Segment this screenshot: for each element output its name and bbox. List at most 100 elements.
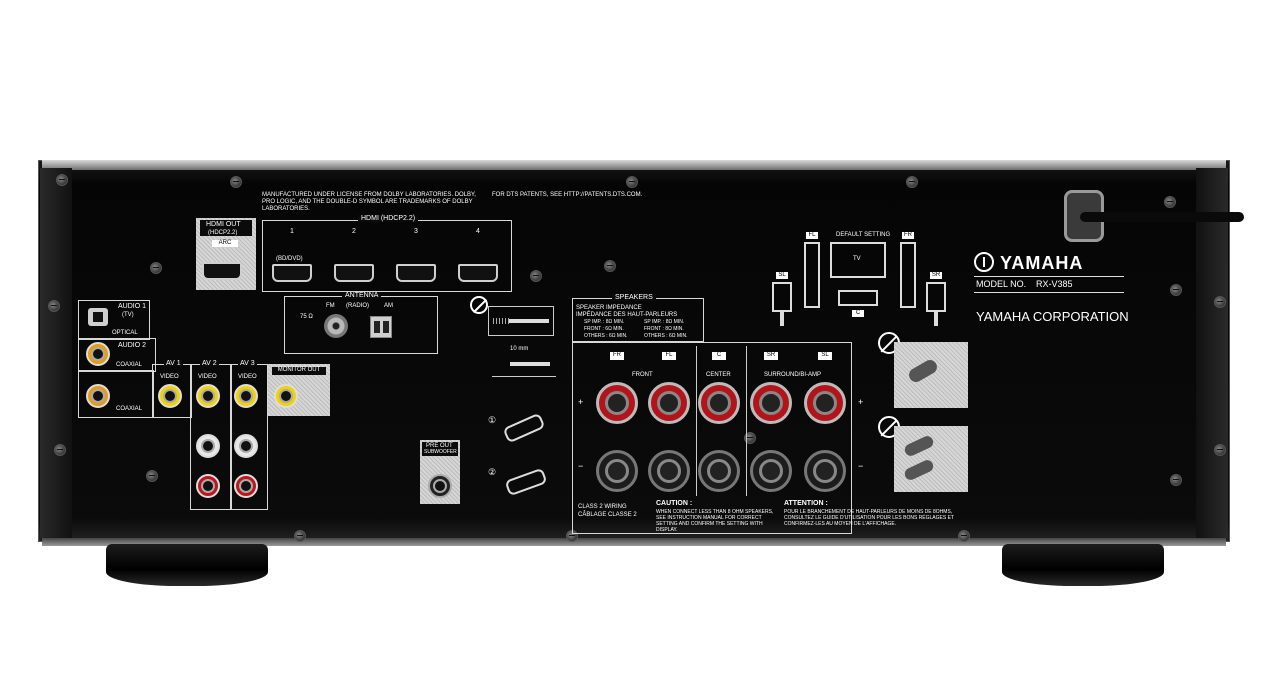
center-speaker-icon [838,290,878,306]
av2-audio-left-jack[interactable] [196,434,220,458]
model-underline [974,276,1124,277]
dolby-notice: MANUFACTURED UNDER LICENSE FROM DOLBY LA… [262,192,476,212]
plus-left: + [578,397,584,407]
brand-name: YAMAHA [1000,253,1084,273]
sr-plus-terminal[interactable] [750,382,792,424]
av3-audio-left-jack[interactable] [234,434,258,458]
channel-fl-label: FL [662,352,676,360]
audio1-label: AUDIO 1 [118,303,147,310]
coaxial-input-jack-2[interactable] [86,384,110,408]
class2-wiring-fr: CÂBLAGE CLASSE 2 [578,512,637,518]
attention-text: POUR LE BRANCHEMENT DE HAUT-PARLEURS DE … [784,509,954,527]
preout-sub: SUBWOOFER [424,449,457,455]
antenna-am-label: AM [384,303,393,309]
audio2-group [78,338,156,372]
coaxial-label-2: COAXIAL [116,406,143,412]
screw-icon [1214,296,1226,308]
av3-audio-right-jack[interactable] [234,474,258,498]
step1-marker: ① [488,415,497,425]
screw-icon [48,300,60,312]
front-label: FRONT [632,372,653,378]
audio1-sub: (TV) [122,312,134,318]
av2-video-jack[interactable] [196,384,220,408]
av2-label: AV 2 [200,360,219,367]
sl-minus-terminal[interactable] [804,450,846,492]
hdmi-out-sub: (HDCP2.2) [208,230,238,236]
screw-icon [294,530,306,542]
av1-label: AV 1 [164,360,183,367]
optical-input-jack[interactable] [88,308,108,326]
av1-video-jack[interactable] [158,384,182,408]
av1-video-label: VIDEO [160,374,179,380]
spec-right-2: FRONT : 8Ω MIN. [644,326,684,332]
minus-right: − [858,461,864,471]
optical-label: OPTICAL [112,330,138,336]
screw-icon [1170,474,1182,486]
subwoofer-preout-jack[interactable] [428,474,452,498]
c-minus-terminal[interactable] [698,450,740,492]
fr-minus-terminal[interactable] [596,450,638,492]
monitor-out-label: MONITOR OUT [272,367,326,375]
chassis-bottom-edge [42,538,1226,546]
default-sl-label: SL [776,272,788,279]
right-foot [1002,544,1164,586]
monitor-out-jack[interactable] [274,384,298,408]
model-underline-2 [974,292,1124,293]
caution-title: CAUTION : [656,500,693,507]
surround-label: SURROUND/BI-AMP [764,372,822,378]
screw-icon [530,270,542,282]
hdmi-in-1-port[interactable] [272,264,312,282]
hdmi-out-label: HDMI OUT [206,221,241,228]
screw-icon [54,444,66,456]
av3-label: AV 3 [238,360,257,367]
yamaha-logo-icon [974,252,994,272]
sl-plus-terminal[interactable] [804,382,846,424]
hdmi-in-3-port[interactable] [396,264,436,282]
power-cord[interactable] [1080,212,1244,222]
fl-plus-terminal[interactable] [648,382,690,424]
sr-minus-terminal[interactable] [750,450,792,492]
chassis-top-edge [42,160,1226,170]
sr-speaker-stand [934,312,938,326]
antenna-fm-label: FM [326,303,335,309]
spec-left-1: SP IMP. : 8Ω MIN. [584,319,625,325]
fm-antenna-jack[interactable] [324,314,348,338]
step1-twist-icon [500,404,552,444]
coaxial-input-jack-1[interactable] [86,342,110,366]
default-setting-title: DEFAULT SETTING [836,232,891,238]
fr-plus-terminal[interactable] [596,382,638,424]
screw-icon [146,470,158,482]
av3-video-jack[interactable] [234,384,258,408]
terminal-warning-diagram-2 [894,426,968,492]
hdmi-out-port[interactable] [202,262,242,280]
arc-label: ARC [212,240,238,247]
spec-right-1: SP IMP. : 8Ω MIN. [644,319,685,325]
screw-icon [230,176,242,188]
am-antenna-terminal[interactable] [370,316,392,338]
spec-right-3: OTHERS : 6Ω MIN. [644,333,688,339]
av2-audio-right-jack[interactable] [196,474,220,498]
step2-marker: ② [488,467,497,477]
fl-speaker-icon [804,242,820,308]
hdmi-in-2-port[interactable] [334,264,374,282]
sl-speaker-icon [772,282,792,312]
preout-label-bg [422,442,458,456]
attention-title: ATTENTION : [784,500,828,507]
hdmi-in-1-sub: (BD/DVD) [276,256,303,262]
chassis-right-side [1196,168,1228,538]
fl-minus-terminal[interactable] [648,450,690,492]
channel-fr-label: FR [610,352,624,360]
spec-left-3: OTHERS : 6Ω MIN. [584,333,628,339]
c-plus-terminal[interactable] [698,382,740,424]
screw-icon [1214,444,1226,456]
screw-icon [958,530,970,542]
hdmi-in-4-port[interactable] [458,264,498,282]
stripped-wire-diagram [488,306,554,336]
plus-right: + [858,397,864,407]
audio2-label: AUDIO 2 [118,342,147,349]
impedance-fr: IMPÉDANCE DES HAUT-PARLEURS [576,312,678,318]
tv-label: TV [853,256,861,262]
spec-left-2: FRONT : 6Ω MIN. [584,326,624,332]
hdmi-in-2-number: 2 [352,228,356,235]
wire-length-label: 10 mm [510,346,529,352]
